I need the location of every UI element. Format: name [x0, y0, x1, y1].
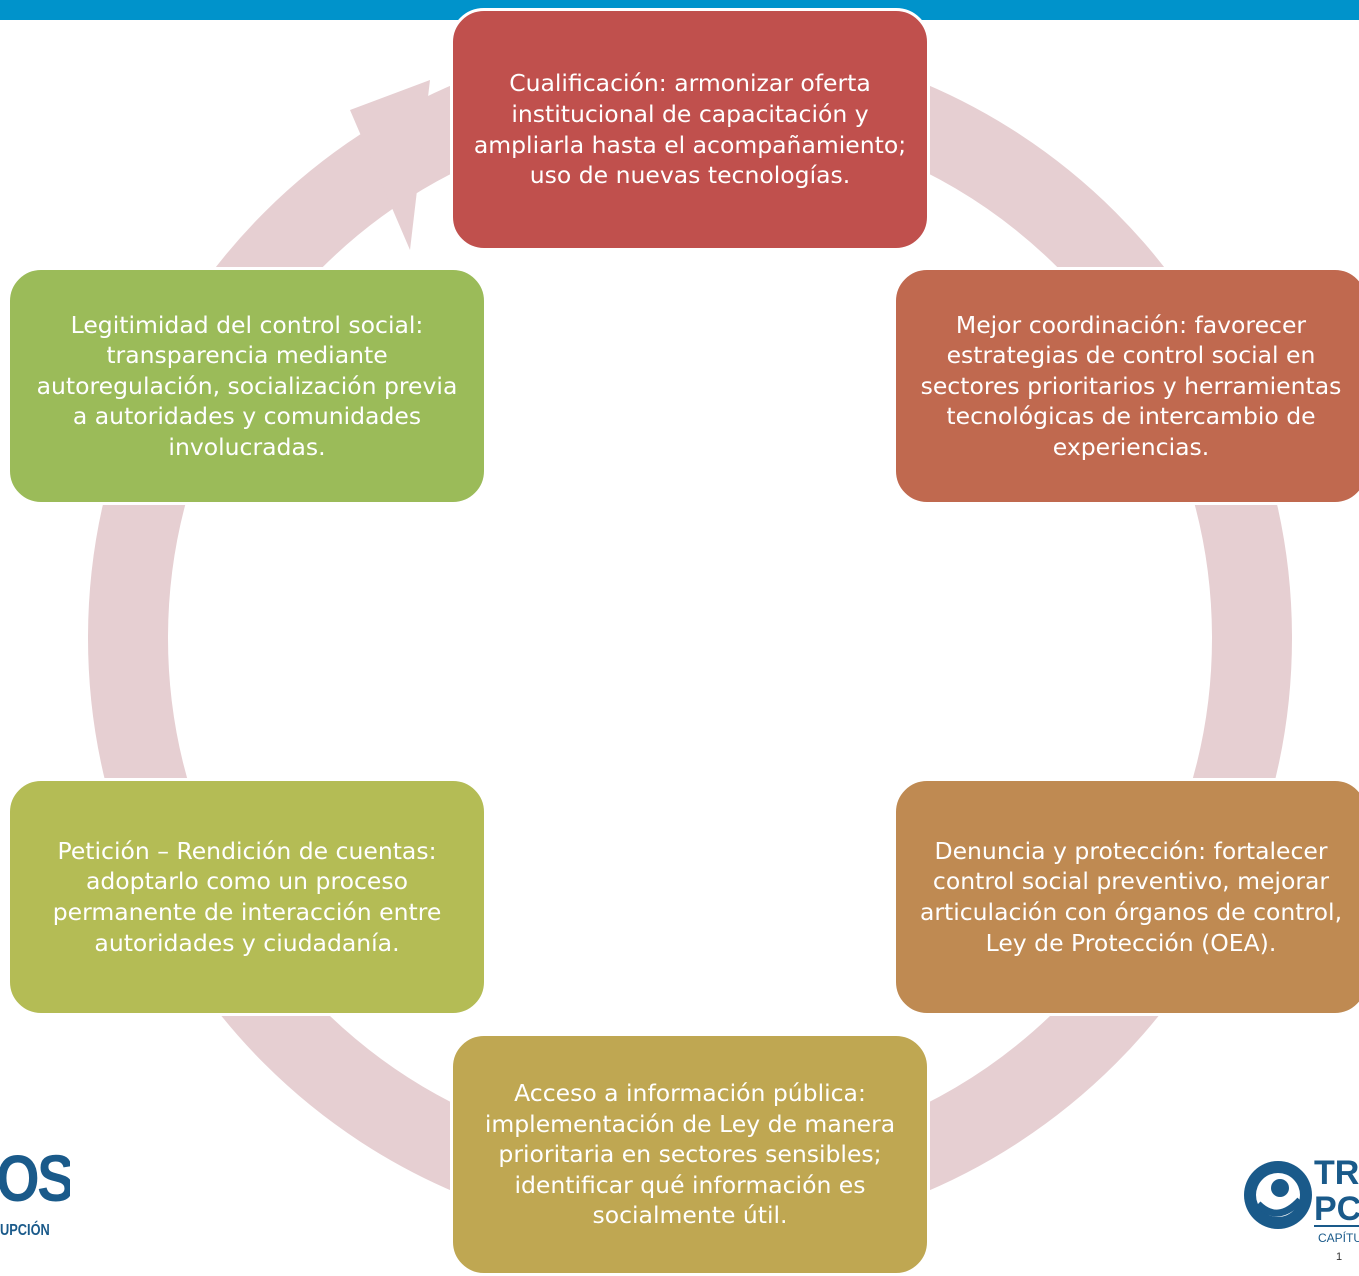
logo-right-line4: 1 [1336, 1251, 1342, 1263]
cycle-node-cualificacion: Cualificación: armonizar oferta instituc… [450, 8, 930, 251]
cycle-node-peticion: Petición – Rendición de cuentas: adoptar… [7, 778, 487, 1016]
node-text: Acceso a información pública: implementa… [484, 1079, 896, 1230]
node-text: Cualificación: armonizar oferta instituc… [473, 69, 907, 190]
transparency-logo: TR PC CAPÍTU 1 [1244, 1154, 1359, 1263]
cycle-node-denuncia: Denuncia y protección: fortalecer contro… [893, 778, 1359, 1016]
cycle-node-legitimidad: Legitimidad del control social: transpar… [7, 267, 487, 505]
logo-right-line3: CAPÍTU [1318, 1230, 1359, 1245]
logo-right-line2: PC [1314, 1190, 1359, 1228]
logo-left-small-text: UPCIÓN [0, 1222, 50, 1239]
logo-left-big-text: OS [0, 1141, 70, 1215]
node-text: Legitimidad del control social: transpar… [36, 310, 458, 461]
partner-logo-left: OS UPCIÓN [0, 1140, 70, 1266]
cycle-node-coordinacion: Mejor coordinación: favorecer estrategia… [893, 267, 1359, 505]
node-text: Denuncia y protección: fortalecer contro… [919, 836, 1343, 957]
node-text: Petición – Rendición de cuentas: adoptar… [52, 836, 442, 957]
cycle-node-acceso: Acceso a información pública: implementa… [450, 1033, 930, 1276]
logo-right-line1: TR [1314, 1154, 1359, 1192]
node-text: Mejor coordinación: favorecer estrategia… [920, 310, 1342, 461]
cycle-arrowhead [350, 80, 430, 250]
